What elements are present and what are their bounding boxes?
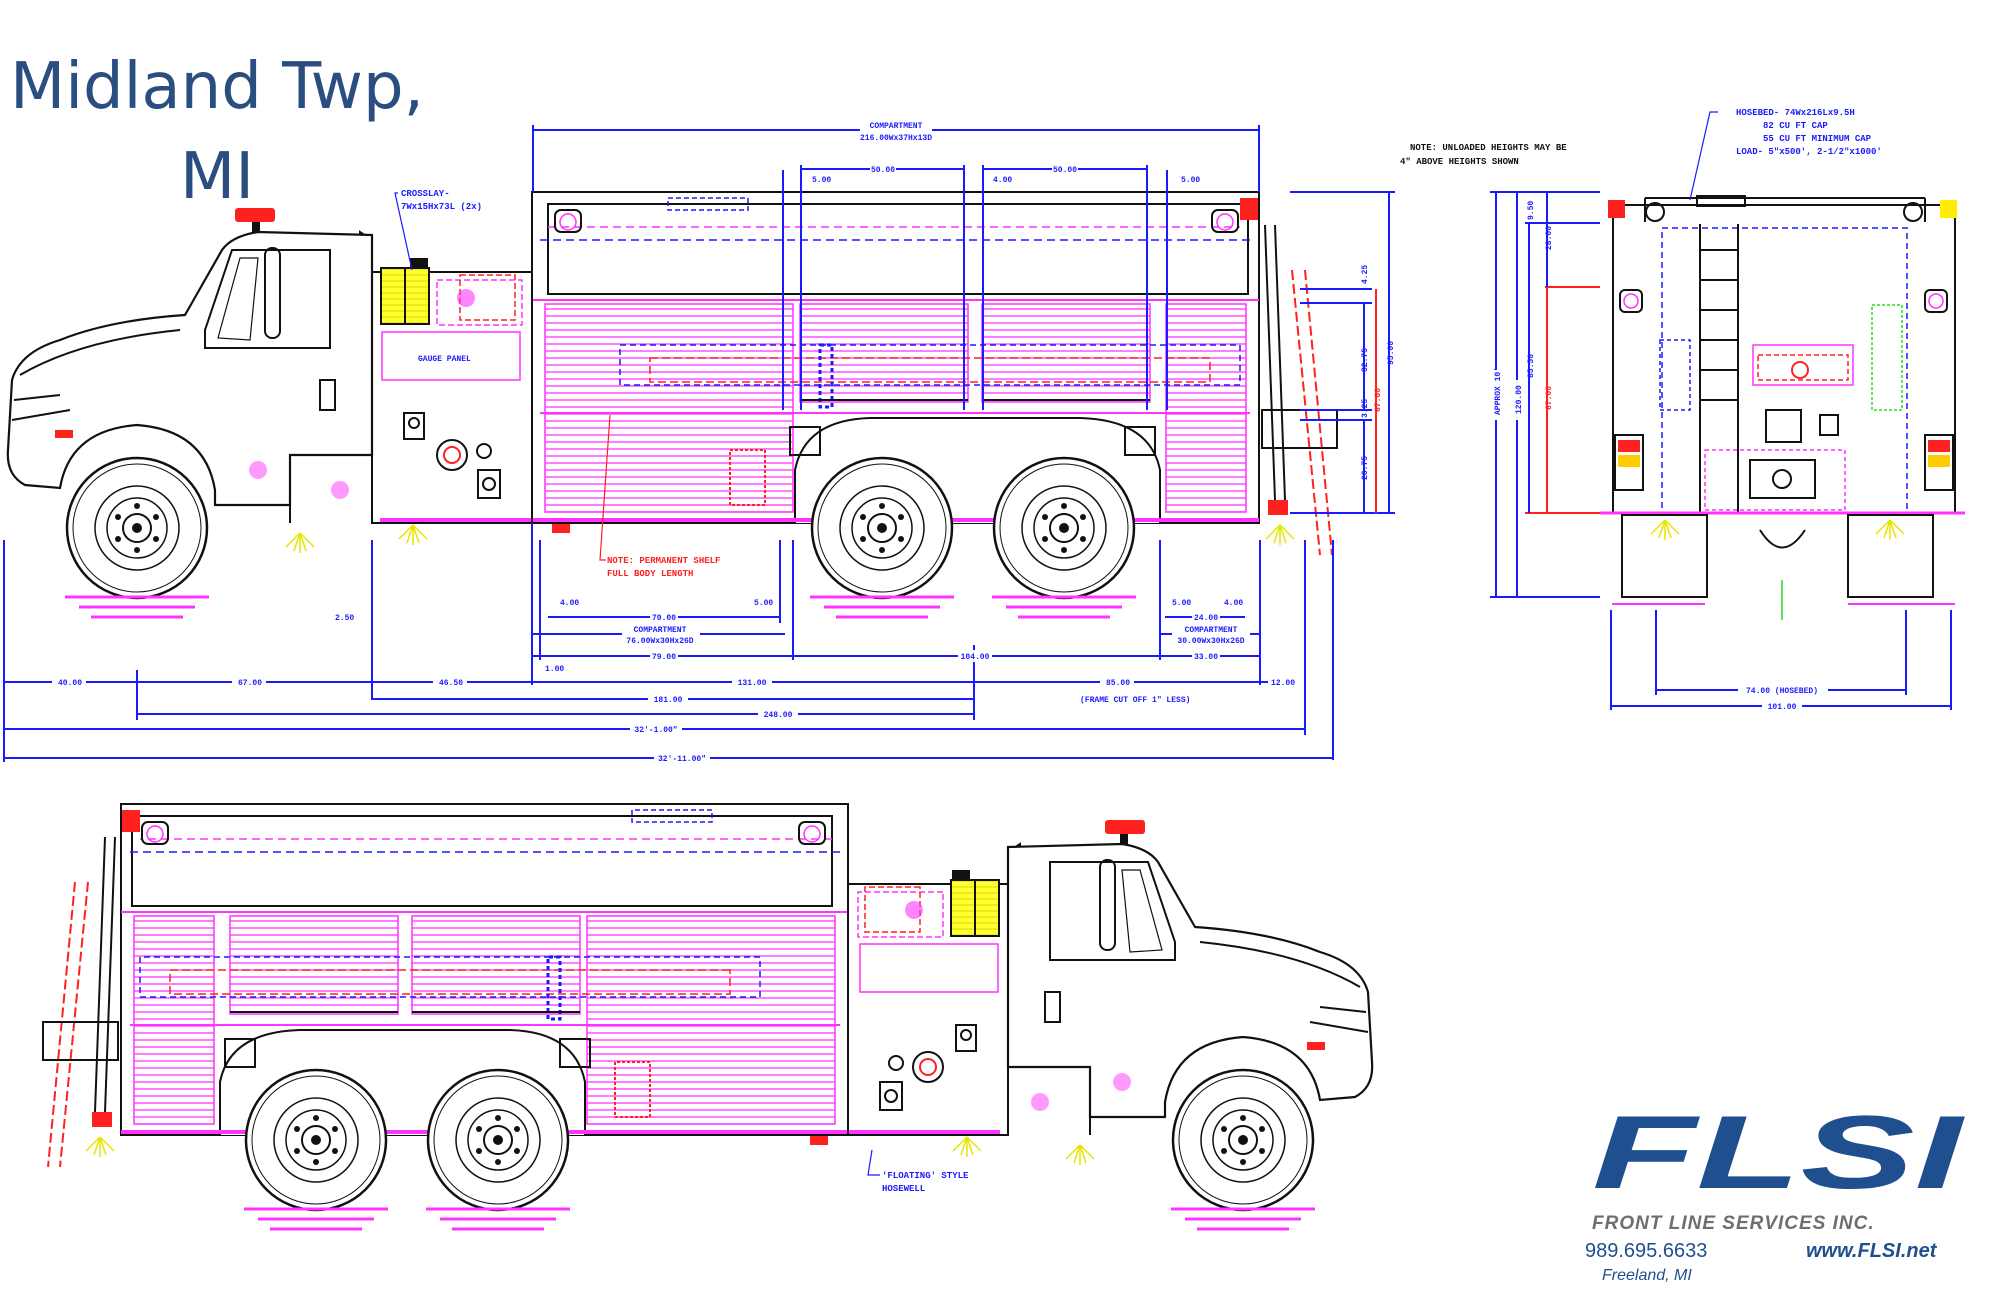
height-note-line1: NOTE: UNLOADED HEIGHTS MAY BE [1410, 143, 1567, 153]
dim-12: 12.00 [1271, 679, 1295, 688]
height-dim-4-25: 4.25 [1361, 265, 1370, 284]
dim-2-50: 2.50 [335, 614, 354, 623]
height-dim-32-75: 32.75 [1361, 348, 1370, 372]
dim-5-00-b: 5.00 [1172, 599, 1191, 608]
rear-view: HOSEBED- 74Wx216Lx9.5H 82 CU FT CAP 55 C… [1490, 108, 1965, 712]
flsi-logo-mark: FLSI [1592, 1095, 1965, 1211]
dim-85: 85.00 [1106, 679, 1130, 688]
dim-50-b: 50.00 [1053, 166, 1077, 175]
drawing-title-line1: Midland Twp, [10, 50, 424, 124]
rear-dim-approx-10ft: APPROX 10' [1494, 367, 1503, 415]
height-note-line2: 4" ABOVE HEIGHTS SHOWN [1400, 157, 1519, 167]
height-dim-3-25: 3.25 [1361, 399, 1370, 418]
dim-67: 67.00 [238, 679, 262, 688]
rear-dim-overall-width: 101.00 [1768, 703, 1797, 712]
lower-compartment-1-label: COMPARTMENT [634, 626, 687, 635]
dim-50-a: 50.00 [871, 166, 895, 175]
rear-dim-67-red: 67.00 [1545, 386, 1554, 410]
dim-79: 79.00 [652, 653, 676, 662]
side-dimensions: COMPARTMENT 216.00Wx37Hx13D 50.00 50.00 … [3, 120, 1567, 764]
scene-light-spray [1650, 519, 1680, 541]
dim-46-50: 46.50 [439, 679, 463, 688]
rear-dim-120: 120.00 [1515, 385, 1524, 414]
top-compartment-label: COMPARTMENT [870, 122, 923, 131]
rear-dim-hosebed-width: 74.00 (HOSEBED) [1746, 687, 1818, 696]
driver-side-view [8, 192, 1337, 617]
rear-dim-85-50: 85.50 [1527, 354, 1536, 378]
logo-phone: 989.695.6633 [1585, 1240, 1708, 1262]
officer-side-view [43, 804, 1372, 1229]
dim-24: 24.00 [1194, 614, 1218, 623]
logo-website: www.FLSI.net [1806, 1240, 1937, 1262]
drawing-title-line2: MI [180, 140, 255, 214]
hosebed-note-line1: HOSEBED- 74Wx216Lx9.5H [1736, 108, 1855, 118]
rear-dim-28: 28.00 [1545, 226, 1554, 250]
hosebed-note-line4: LOAD- 5"x500', 2-1/2"x1000' [1736, 147, 1882, 157]
shelf-note-line1: NOTE: PERMANENT SHELF [607, 556, 720, 566]
scene-light-spray [1875, 519, 1905, 541]
dim-131: 131.00 [738, 679, 767, 688]
top-compartment-size: 216.00Wx37Hx13D [860, 134, 932, 143]
lower-compartment-2-label: COMPARTMENT [1185, 626, 1238, 635]
logo-company-name: FRONT LINE SERVICES INC. [1592, 1213, 1875, 1234]
dim-5-a: 5.00 [812, 176, 831, 185]
dim-4-00-a: 4.00 [560, 599, 579, 608]
dim-70: 70.00 [652, 614, 676, 623]
gauge-panel-label: GAUGE PANEL [418, 355, 471, 364]
lower-compartment-1-size: 76.00Wx30Hx26D [626, 637, 693, 646]
dim-248: 248.00 [764, 711, 793, 720]
overall-length-2: 32'-11.00" [658, 755, 706, 764]
dim-33: 33.00 [1194, 653, 1218, 662]
hosewell-note-line1: 'FLOATING' STYLE [882, 1171, 969, 1181]
dim-4-00-b: 4.00 [1224, 599, 1243, 608]
frame-cut-note: (FRAME CUT OFF 1" LESS) [1080, 696, 1190, 705]
hosebed-note-line3: 55 CU FT MINIMUM CAP [1763, 134, 1872, 144]
shelf-note-line2: FULL BODY LENGTH [607, 569, 693, 579]
crosslay-label-line2: 7Wx15Hx73L (2x) [401, 202, 482, 212]
flsi-logo-text: FLSI [1592, 1095, 1965, 1211]
dim-104: 104.00 [961, 653, 990, 662]
hosewell-note-line2: HOSEWELL [882, 1184, 925, 1194]
height-dim-95-overall: 95.00 [1387, 341, 1396, 365]
hosebed-note-line2: 82 CU FT CAP [1763, 121, 1828, 131]
dim-1-00: 1.00 [545, 665, 564, 674]
logo-location: Freeland, MI [1602, 1267, 1692, 1284]
dim-5-b: 5.00 [1181, 176, 1200, 185]
lower-compartment-2-size: 30.00Wx30Hx26D [1177, 637, 1244, 646]
height-dim-26-75: 26.75 [1361, 456, 1370, 480]
dim-40: 40.00 [58, 679, 82, 688]
dim-181: 181.00 [654, 696, 683, 705]
height-dim-67-red: 67.00 [1374, 388, 1383, 412]
dim-4: 4.00 [993, 176, 1012, 185]
rear-dim-9-50: 9.50 [1527, 201, 1536, 220]
crosslay-label-line1: CROSSLAY- [401, 189, 450, 199]
dim-5-00-a: 5.00 [754, 599, 773, 608]
overall-length-1: 32'-1.00" [634, 726, 677, 735]
